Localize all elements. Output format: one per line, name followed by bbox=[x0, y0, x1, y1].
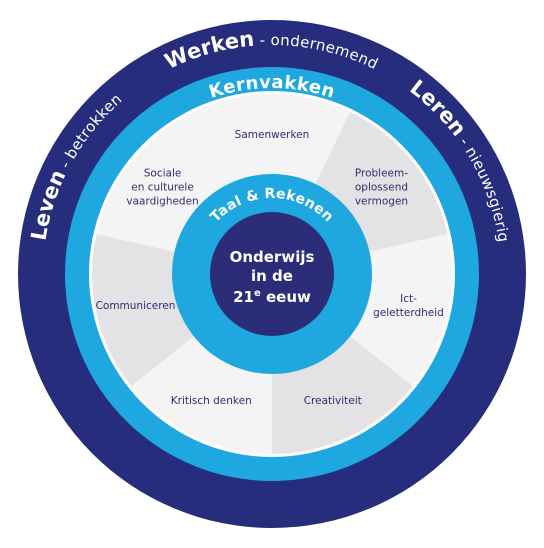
center-line-3: 21e eeuw bbox=[233, 288, 311, 306]
segment-label-line: Creativiteit bbox=[304, 395, 362, 407]
segment-label-line: vermogen bbox=[355, 196, 408, 208]
segment-wedge bbox=[131, 336, 272, 454]
segment-wedge bbox=[193, 94, 351, 184]
center-line-3-number: 21 bbox=[233, 288, 254, 306]
segment-label-line: en culturele bbox=[131, 182, 194, 194]
segment-label-line: Probleem- bbox=[355, 168, 408, 180]
core-circle bbox=[210, 212, 334, 336]
center-line-3-superscript: e bbox=[254, 288, 261, 299]
segment-wedge bbox=[315, 111, 448, 252]
segment-label-line: Samenwerken bbox=[235, 129, 310, 141]
segment-label: Creativiteit bbox=[304, 395, 362, 407]
center-line-1: Onderwijs bbox=[230, 248, 315, 266]
center-line-3-rest: eeuw bbox=[261, 288, 311, 306]
segment-wedges bbox=[92, 94, 452, 455]
segment-label: Ict-geletterdheid bbox=[373, 293, 444, 319]
segment-label-line: geletterdheid bbox=[373, 307, 444, 319]
segment-wedge bbox=[96, 111, 229, 252]
segment-label-line: Ict- bbox=[400, 293, 417, 305]
segment-label-line: Kritisch denken bbox=[171, 395, 252, 407]
segment-label-line: Sociale bbox=[144, 168, 182, 180]
segment-label-line: Communiceren bbox=[96, 300, 176, 312]
center-line-2: in de bbox=[251, 267, 293, 285]
segment-wedge bbox=[350, 233, 452, 387]
segment-label-line: oplossend bbox=[355, 182, 408, 194]
segment-label-line: vaardigheden bbox=[126, 196, 198, 208]
segment-label: Kritisch denken bbox=[171, 395, 252, 407]
segment-wedge bbox=[92, 233, 194, 387]
segment-label: Communiceren bbox=[96, 300, 176, 312]
segment-wedge bbox=[272, 336, 413, 455]
segment-label: Probleem-oplossend vermogen bbox=[355, 168, 408, 208]
segment-label: Samenwerken bbox=[235, 129, 310, 141]
segment-label: Sociale en culturele vaardigheden bbox=[126, 168, 198, 208]
